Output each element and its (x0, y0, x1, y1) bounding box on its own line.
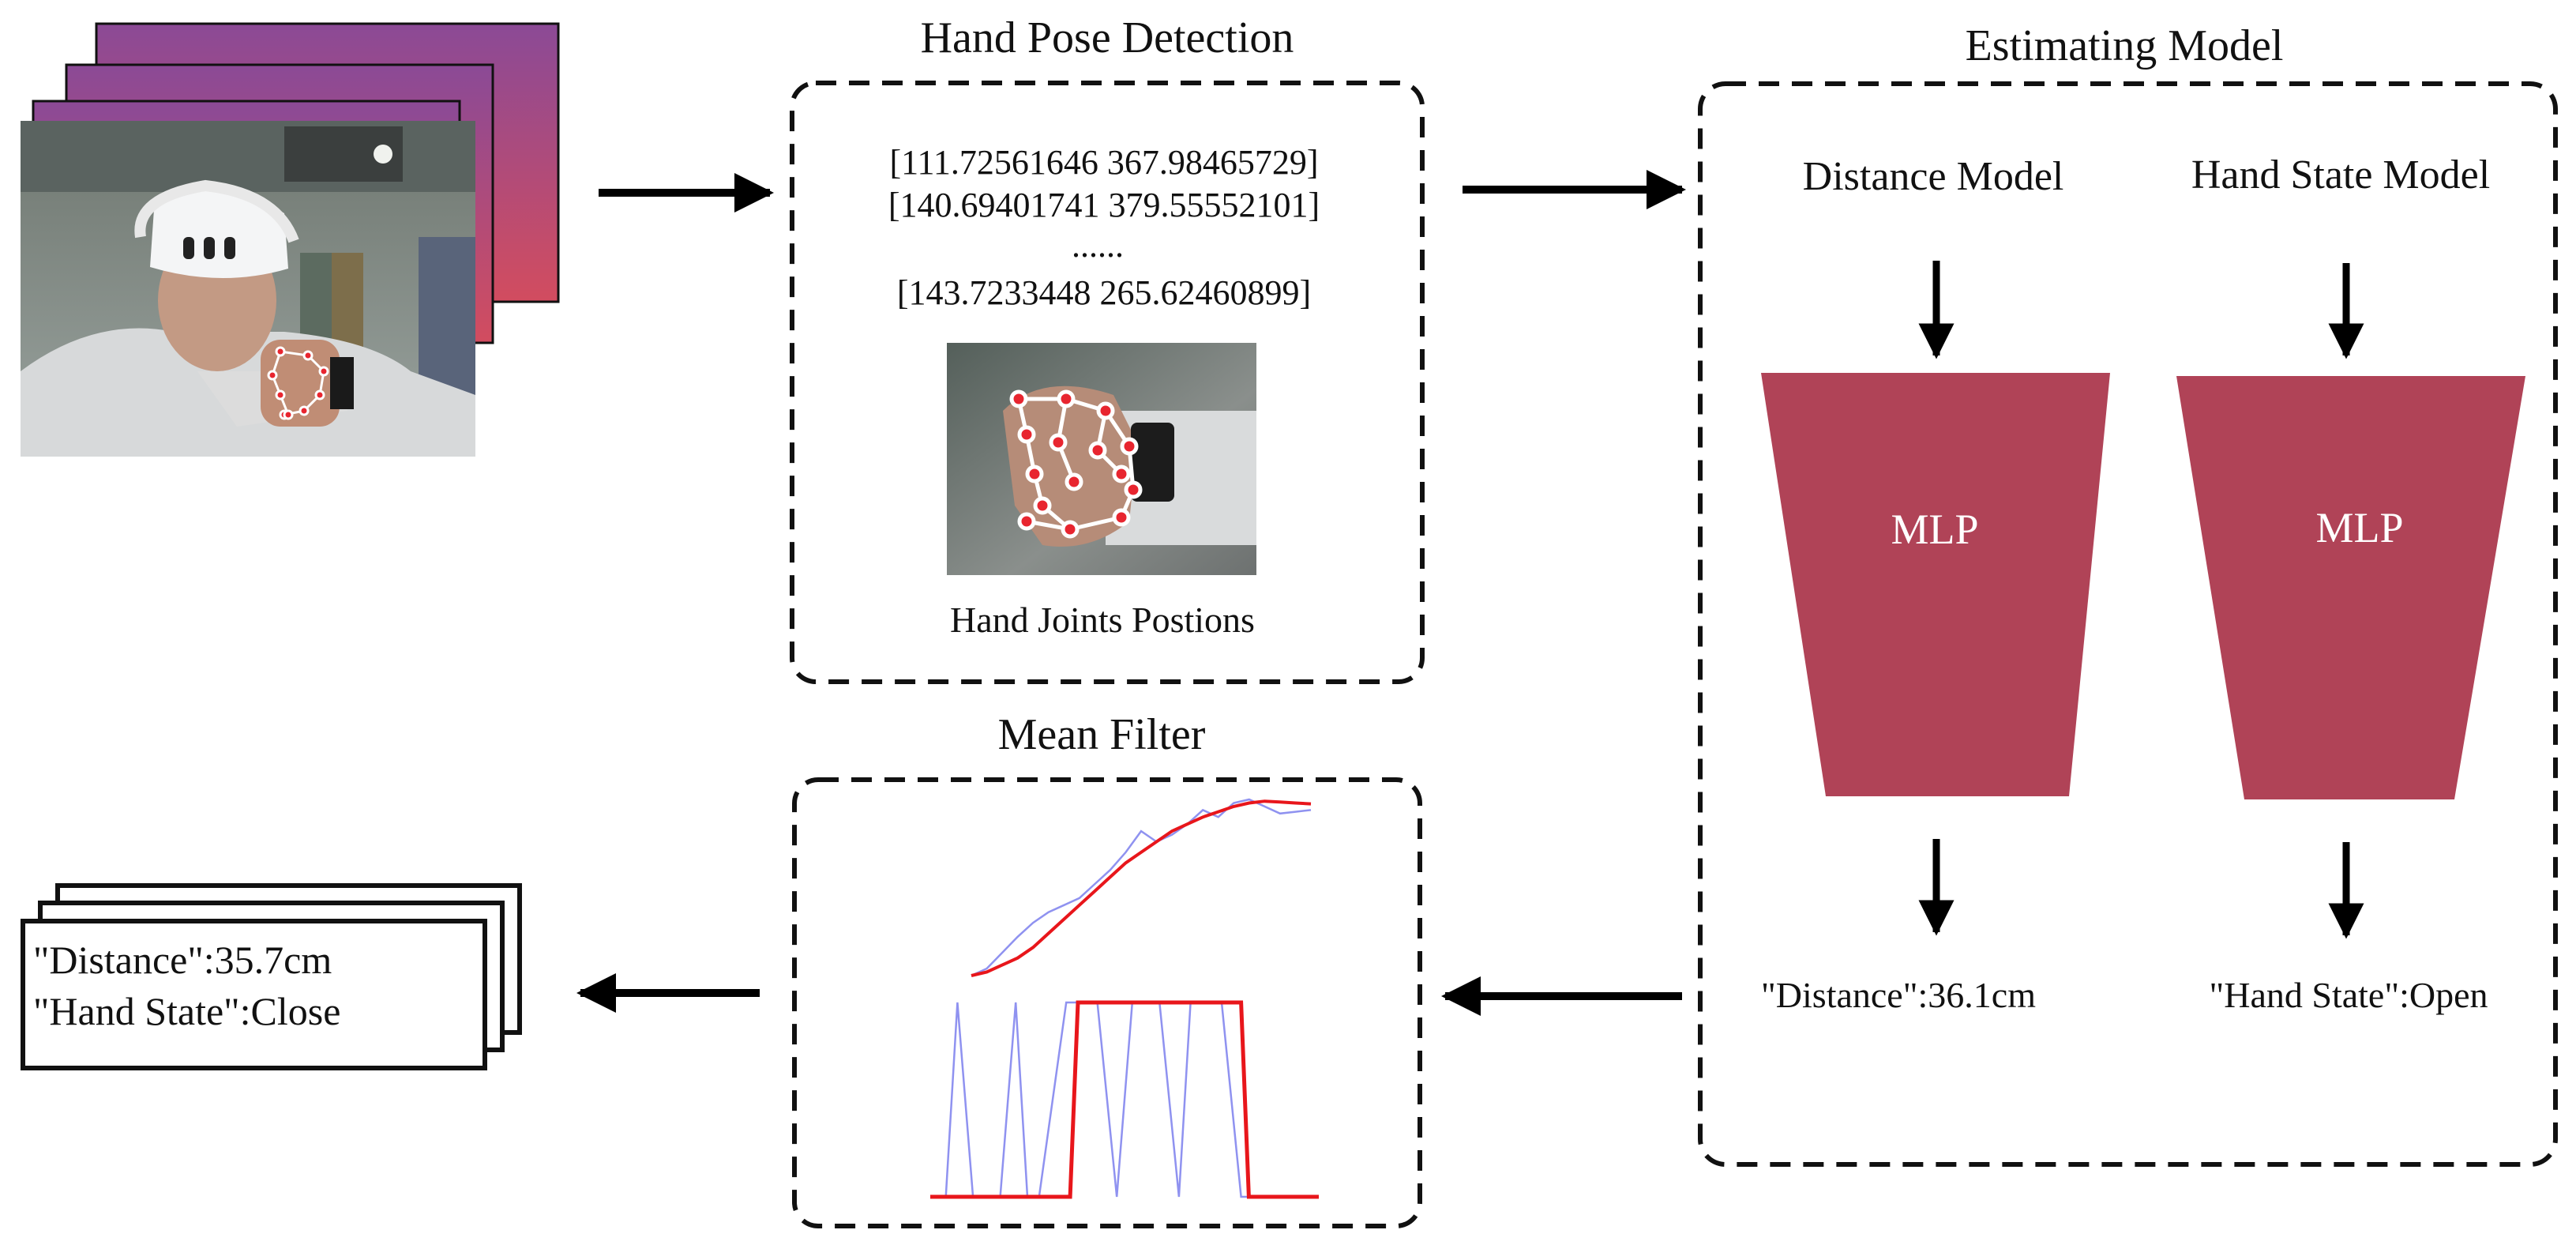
coord-line-1: [111.72561646 367.98465729] (889, 143, 1318, 182)
output-distance-line: "Distance":35.7cm (33, 938, 332, 982)
mean-filter-title: Mean Filter (998, 710, 1206, 759)
coord-line-last: [143.7233448 265.62460899] (897, 273, 1311, 312)
hand-pose-detection-box (790, 81, 1425, 684)
distance-mlp-block (1761, 373, 2110, 796)
hand-state-mlp-label: MLP (2315, 504, 2403, 551)
coord-line-ellipsis: ...... (1072, 226, 1124, 265)
estimating-model-panel: Estimating Model Distance Model MLP "Dis… (1698, 21, 2558, 1167)
distance-filtered-signal (971, 799, 1312, 977)
mean-filter-box (792, 777, 1422, 1228)
state-raw-signal (930, 1001, 1319, 1198)
hand-state-model-output: "Hand State":Open (2209, 975, 2488, 1015)
output-hand-state-line: "Hand State":Close (33, 989, 340, 1033)
estimating-model-title: Estimating Model (1966, 21, 2284, 70)
input-camera-photo (21, 121, 475, 457)
distance-model-title: Distance Model (1803, 154, 2064, 199)
hand-crop-image (947, 343, 1256, 575)
hand-pose-detection-title: Hand Pose Detection (921, 13, 1294, 62)
mean-filter-panel: Mean Filter (792, 710, 1422, 1228)
hand-state-model-title: Hand State Model (2191, 152, 2490, 197)
estimating-model-box (1698, 81, 2558, 1167)
hand-joints-caption: Hand Joints Postions (950, 600, 1255, 640)
distance-raw-signal (971, 798, 1312, 977)
output-result-stack: "Distance":35.7cm "Hand State":Close (21, 883, 522, 1070)
input-frame-stack (21, 22, 560, 457)
distance-mlp-label: MLP (1891, 506, 1978, 553)
hand-state-mlp-block (2176, 376, 2525, 799)
output-card-front (21, 919, 487, 1070)
distance-model-output: "Distance":36.1cm (1761, 975, 2036, 1015)
state-filtered-signal (930, 1000, 1319, 1199)
crop-hand-skeleton (1009, 389, 1143, 539)
hand-pose-detection-panel: Hand Pose Detection [111.72561646 367.98… (790, 13, 1425, 684)
coord-line-2: [140.69401741 379.55552101] (888, 186, 1320, 224)
input-hand-skeleton (267, 346, 329, 420)
